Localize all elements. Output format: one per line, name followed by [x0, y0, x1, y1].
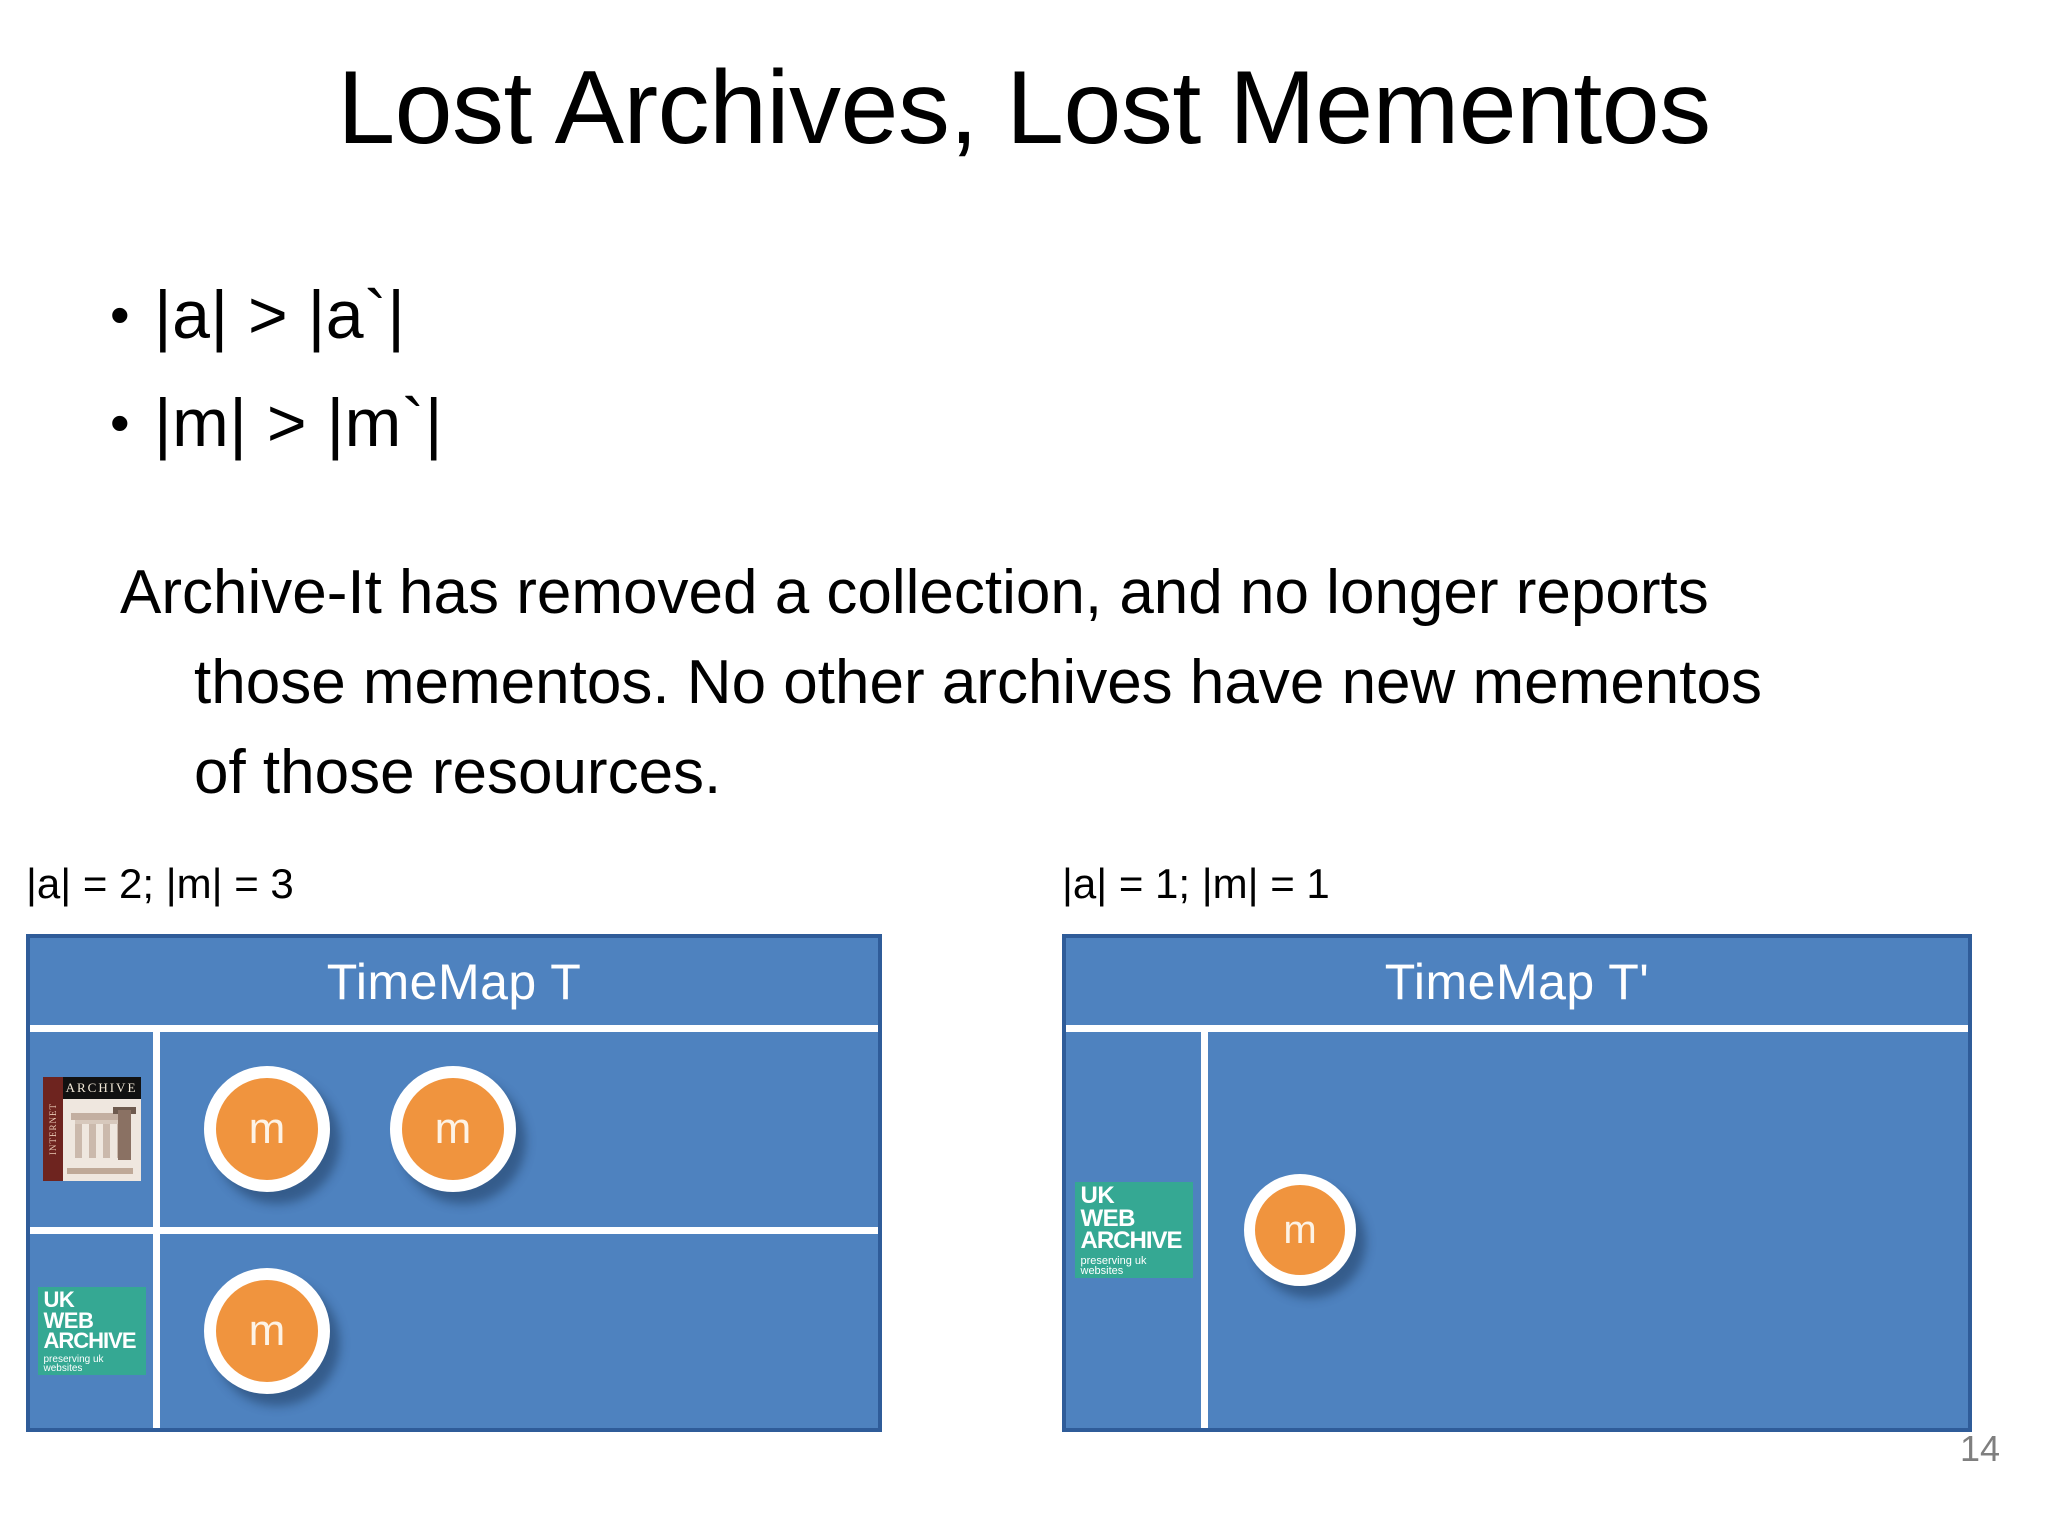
bullet-text: |a| > |a`|: [154, 277, 406, 353]
mementos-cell-internet-archive: m m: [160, 1032, 878, 1227]
body-paragraph: Archive-It has removed a collection, and…: [120, 548, 1940, 818]
table-row: INTERNET ARCHIVE: [30, 1032, 878, 1227]
temple-column: [88, 1124, 96, 1159]
page-title: Lost Archives, Lost Mementos: [337, 50, 1711, 166]
timemap-diagram-right: |a| = 1; |m| = 1 TimeMap T' UK WEB ARCHI…: [1062, 856, 1972, 1432]
archive-logo-cell-uk-web-archive: UK WEB ARCHIVE preserving uk websites: [30, 1233, 160, 1428]
archive-logo-cell-uk-web-archive: UK WEB ARCHIVE preserving uk websites: [1066, 1032, 1208, 1428]
ukwa-tagline: preserving uk websites: [43, 1353, 104, 1375]
timemap-body-t: INTERNET ARCHIVE: [30, 1032, 878, 1428]
temple-roof: [70, 1113, 129, 1121]
internet-archive-main: ARCHIVE: [62, 1077, 141, 1182]
list-item: • |a| > |a`|: [110, 272, 1910, 358]
timemap-panel-t-prime: TimeMap T' UK WEB ARCHIVE preserving uk …: [1062, 934, 1972, 1432]
internet-archive-spine-text: INTERNET: [42, 1077, 63, 1182]
bullet-dot-icon: •: [110, 391, 130, 454]
temple-pillar: [117, 1110, 131, 1161]
ukwa-tagline: preserving uk websites: [1080, 1255, 1147, 1278]
timemap-header-t: TimeMap T: [30, 938, 878, 1032]
uk-web-archive-logo-icon: UK WEB ARCHIVE preserving uk websites: [37, 1286, 146, 1375]
internet-archive-logo-icon: INTERNET ARCHIVE: [42, 1077, 141, 1182]
page-number: 14: [1959, 1428, 2000, 1469]
temple-column: [74, 1124, 82, 1159]
ukwa-line-2: WEB: [1080, 1204, 1136, 1232]
list-item: • |m| > |m`|: [110, 380, 1910, 466]
archive-logo-cell-internet-archive: INTERNET ARCHIVE: [30, 1032, 160, 1227]
temple-base: [66, 1168, 133, 1175]
paragraph-line-1: Archive-It has removed a collection, and…: [120, 558, 1709, 627]
table-row: UK WEB ARCHIVE preserving uk websites m: [30, 1226, 878, 1429]
ukwa-line-3: ARCHIVE: [1080, 1227, 1183, 1255]
memento-circle: m: [204, 1267, 330, 1394]
ukwa-line-1: UK: [43, 1286, 75, 1312]
uk-web-archive-logo-icon: UK WEB ARCHIVE preserving uk websites: [1074, 1182, 1193, 1278]
internet-archive-temple-graphic: [62, 1099, 141, 1182]
memento-circle: m: [390, 1066, 516, 1193]
paragraph-line-2: those mementos. No other archives have n…: [194, 648, 1762, 717]
ukwa-line-2: WEB: [43, 1307, 94, 1333]
bullet-dot-icon: •: [110, 283, 130, 346]
internet-archive-band-text: ARCHIVE: [62, 1077, 141, 1100]
cardinality-label-right: |a| = 1; |m| = 1: [1062, 860, 1330, 907]
mementos-cell-uk-web-archive: m: [1208, 1032, 1968, 1428]
memento-circle: m: [204, 1066, 330, 1193]
timemap-diagram-left: |a| = 2; |m| = 3 TimeMap T INTERNET ARCH…: [26, 856, 882, 1432]
memento-circle: m: [1244, 1174, 1356, 1286]
ukwa-line-3: ARCHIVE: [43, 1328, 137, 1354]
temple-roof-secondary: [74, 1120, 125, 1125]
timemap-panel-t: TimeMap T INTERNET ARCHIVE: [26, 934, 882, 1432]
bullet-text: |m| > |m`|: [154, 385, 444, 461]
table-row: UK WEB ARCHIVE preserving uk websites m: [1066, 1032, 1968, 1428]
paragraph-line-3: of those resources.: [194, 738, 722, 807]
cardinality-label-left: |a| = 2; |m| = 3: [26, 860, 294, 907]
mementos-cell-uk-web-archive: m: [160, 1234, 878, 1429]
ukwa-line-1: UK: [1080, 1182, 1115, 1210]
timemap-body-t-prime: UK WEB ARCHIVE preserving uk websites m: [1066, 1032, 1968, 1428]
timemap-header-t-prime: TimeMap T': [1066, 938, 1968, 1032]
bullet-list: • |a| > |a`| • |m| > |m`|: [110, 272, 1910, 488]
temple-column: [102, 1124, 110, 1159]
